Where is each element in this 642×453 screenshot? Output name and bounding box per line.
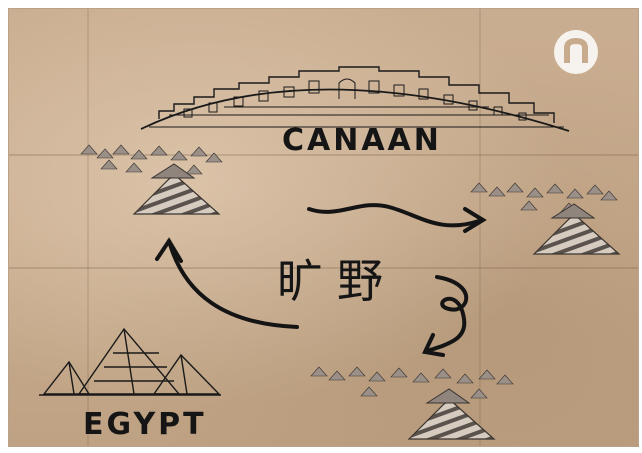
paper-fold-line — [479, 9, 481, 446]
wilderness-label: 旷野 — [277, 254, 397, 308]
arrow-to-east-camp — [307, 203, 481, 228]
canaan-city-drawing — [140, 66, 570, 132]
map-illustration — [39, 66, 620, 440]
paper-fold-line — [9, 267, 638, 269]
arrow-egypt-to-wilderness — [167, 239, 299, 329]
arrow-head — [463, 207, 487, 233]
egypt-pyramids-drawing — [39, 327, 221, 396]
arrow-loop-to-south-camp — [425, 275, 469, 353]
tent-camp-south — [310, 366, 514, 440]
broadcaster-logo-icon — [554, 30, 598, 74]
tent-camp-east — [470, 182, 620, 255]
egypt-label: EGYPT — [83, 407, 207, 442]
route-arrows — [155, 203, 487, 357]
parchment-map: CANAAN 旷野 EGYPT — [8, 8, 639, 447]
paper-fold-line — [9, 154, 638, 156]
arrow-head — [422, 333, 445, 357]
arrow-head — [155, 237, 183, 263]
canaan-label: CANAAN — [282, 123, 442, 158]
tent-camp-northwest — [80, 144, 223, 215]
paper-fold-line — [87, 9, 89, 446]
